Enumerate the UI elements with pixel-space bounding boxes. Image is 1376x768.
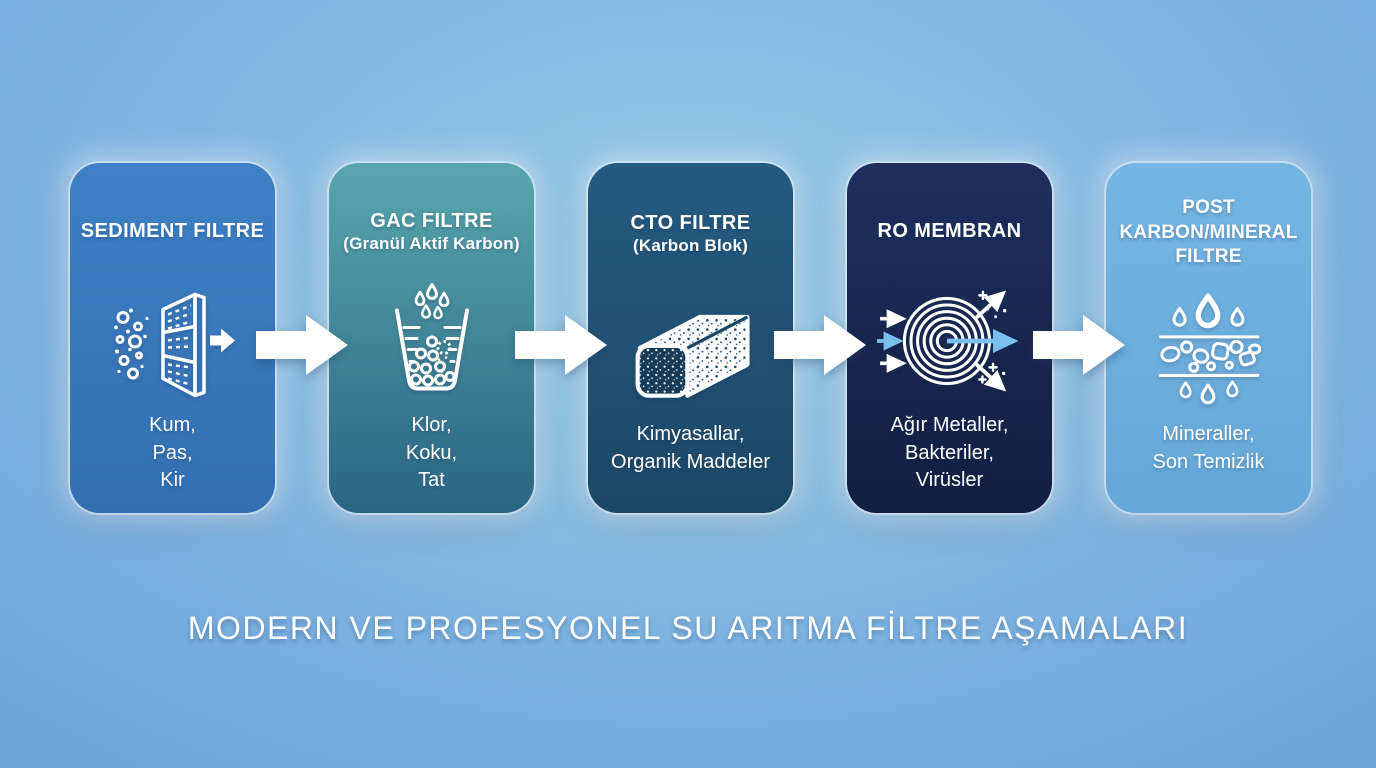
card-ro-membrane: RO MEMBRAN <box>847 163 1052 513</box>
page-title: MODERN VE PROFESYONEL SU ARITMA FİLTRE A… <box>187 610 1189 646</box>
card-title: CTO FILTRE <box>630 211 751 234</box>
card-sediment-filter: SEDIMENT FILTRE <box>70 163 275 513</box>
flow-arrow-icon <box>515 315 607 375</box>
card-header: CTO FILTRE (Karbon Blok) <box>631 189 751 277</box>
card-title: GAC FILTRE <box>370 210 493 233</box>
ro-membrane-icon <box>874 274 1026 409</box>
post-mineral-icon <box>1143 277 1275 417</box>
filter-stage-cards: SEDIMENT FILTRE <box>70 163 1311 513</box>
gac-filter-cup-icon <box>366 274 498 409</box>
card-subtitle: (Granül Aktif Karbon) <box>343 234 520 254</box>
card-removes-list: Mineraller, Son Temizlik <box>1152 423 1265 473</box>
card-gac-filter: GAC FILTRE (Granül Aktif Karbon) <box>329 163 534 513</box>
card-header: RO MEMBRAN <box>878 189 1022 274</box>
card-header: POST KARBON/MINERAL FILTRE <box>1116 189 1301 277</box>
flow-arrow-icon <box>256 315 348 375</box>
card-header: SEDIMENT FILTRE <box>81 189 264 274</box>
card-title: SEDIMENT FILTRE <box>80 220 265 243</box>
sediment-filter-icon <box>108 274 238 409</box>
card-subtitle: (Karbon Blok) <box>633 235 748 255</box>
card-post-mineral-filter: POST KARBON/MINERAL FILTRE <box>1106 163 1311 513</box>
carbon-block-icon <box>621 277 761 417</box>
card-removes-list: Ağır Metaller, Bakteriler, Virüsler <box>890 414 1009 492</box>
card-removes-list: Kum, Pas, Kir <box>149 414 196 492</box>
card-cto-filter: CTO FILTRE (Karbon Blok) <box>588 163 793 513</box>
flow-arrow-icon <box>774 315 866 375</box>
card-title: POST KARBON/MINERAL FILTRE <box>1119 196 1298 268</box>
card-removes-list: Kimyasallar, Organik Maddeler <box>611 423 770 473</box>
card-removes-list: Klor, Koku, Tat <box>405 414 458 492</box>
card-title: RO MEMBRAN <box>877 220 1022 243</box>
card-header: GAC FILTRE (Granül Aktif Karbon) <box>343 189 519 274</box>
flow-arrow-icon <box>1033 315 1125 375</box>
